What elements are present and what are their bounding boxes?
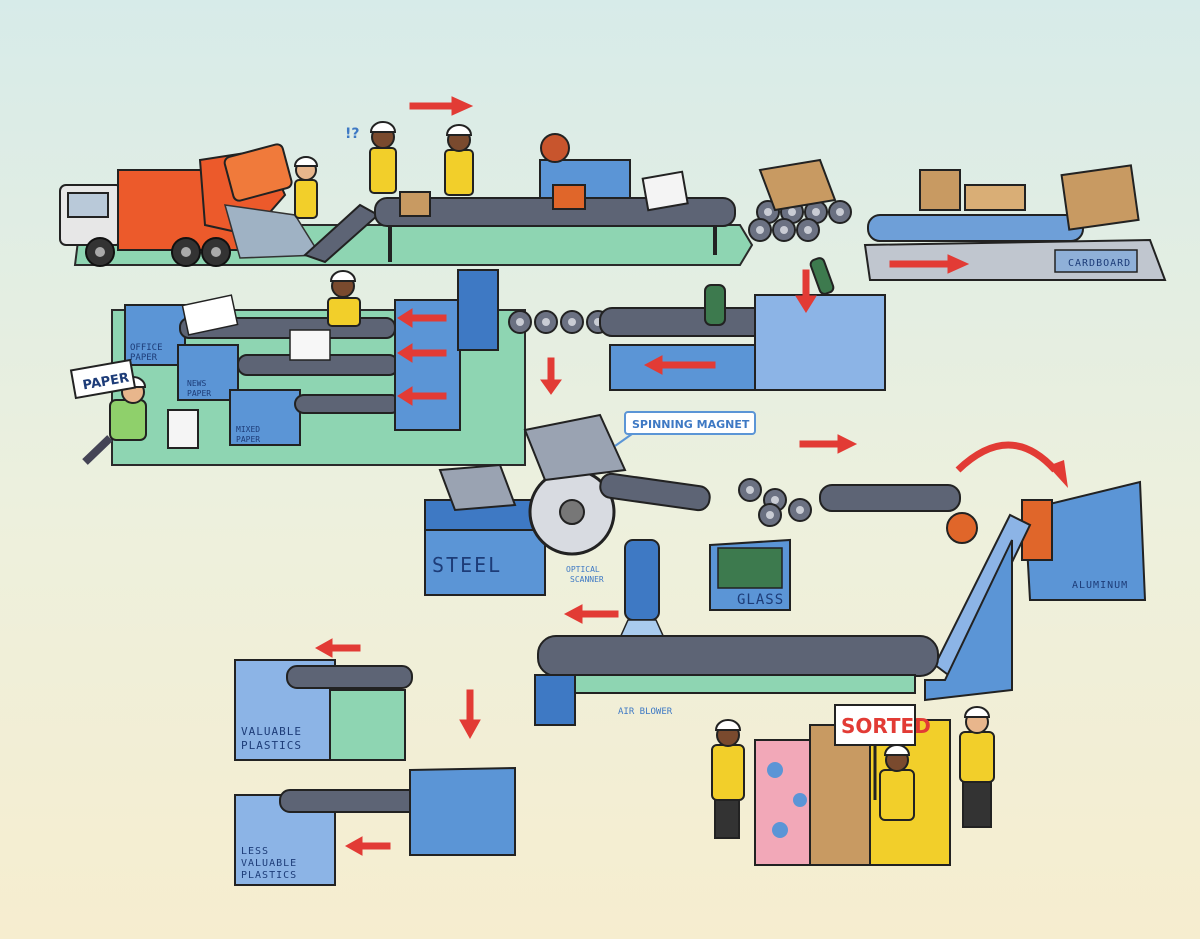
flow-arrows [314, 96, 1068, 856]
cardboard-conveyor [863, 164, 1167, 281]
arrow-left-office [397, 308, 447, 328]
less-valuable-plastics-bin [234, 766, 516, 886]
sorted-sign [834, 704, 916, 800]
arrow-down-cardboard [795, 269, 817, 313]
plastics-conveyor [534, 635, 939, 726]
spinning-magnet-label: SPINNING MAGNET [632, 418, 750, 431]
workers-top [293, 121, 474, 219]
spinning-magnet-callout [614, 411, 756, 447]
arrow-curve-head [1048, 460, 1068, 488]
cardboard-screen [748, 158, 852, 242]
arrow-right-top [409, 96, 474, 116]
infeed-conveyor [303, 133, 736, 264]
valuable-plastics-bin [234, 659, 413, 761]
incline-conveyor [924, 513, 1032, 702]
optical-scanner [617, 539, 667, 641]
arrow-left-news [397, 343, 447, 363]
paper-bins [124, 269, 499, 446]
aluminum-conveyor [819, 484, 978, 544]
glass-label: GLASS [737, 592, 784, 608]
workers-sorted [711, 706, 995, 839]
air-blower-label: AIR BLOWER [618, 707, 673, 717]
garbage-truck [59, 143, 322, 267]
arrow-left-valuable [314, 638, 361, 658]
arrow-right-aluminum [799, 434, 858, 454]
arrow-right-cardboard [889, 254, 970, 274]
arrow-left-plastics [563, 604, 619, 624]
arrow-curve-eddy [955, 441, 1058, 473]
arrow-down-magnet [540, 357, 562, 395]
confused-mark: !? [345, 126, 360, 142]
aluminum-label: ALUMINUM [1072, 580, 1128, 591]
sign-worker [69, 358, 199, 465]
arrow-left-screen [643, 355, 716, 375]
arrow-left-less [344, 836, 391, 856]
cardboard-label: CARDBOARD [1068, 258, 1131, 269]
steel-bin [424, 463, 546, 596]
sorted-sign-text: SORTED [841, 714, 931, 738]
glass-screen [709, 478, 812, 611]
arrow-down-blower [459, 689, 481, 740]
arrow-left-mixed [397, 386, 447, 406]
spinning-magnet [523, 413, 711, 556]
paper-worker [327, 270, 361, 327]
steel-label: STEEL [432, 553, 502, 577]
